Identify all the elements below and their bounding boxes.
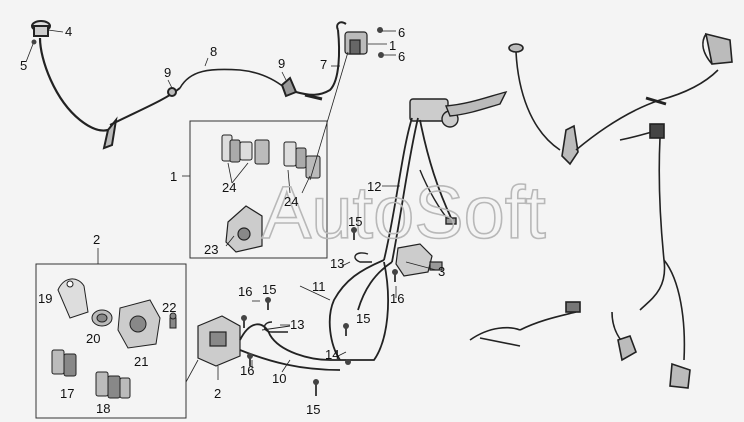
caliper-body-21	[117, 299, 161, 349]
callout-14: 14	[325, 347, 339, 362]
callout-leaders	[25, 29, 437, 373]
leader-lines-box2	[97, 248, 219, 383]
callout-16c: 16	[240, 363, 254, 378]
callout-9b: 9	[278, 56, 285, 71]
fitting-bolts	[241, 227, 398, 396]
callout-19: 19	[38, 291, 52, 306]
callout-11: 11	[312, 279, 326, 294]
hose-clips	[263, 252, 372, 333]
callout-24b: 24	[284, 194, 298, 209]
brake-pads-group-1	[221, 134, 270, 165]
bottom-caliper	[197, 315, 241, 367]
callout-4: 4	[65, 24, 72, 39]
front-brake-hoses	[328, 117, 453, 361]
caliper-23	[225, 205, 263, 253]
callout-18: 18	[96, 401, 110, 416]
callout-15c: 15	[356, 311, 370, 326]
brake-pads-group-2	[283, 141, 321, 179]
callout-15b: 15	[262, 282, 276, 297]
watermark: AutoSoft	[262, 171, 546, 254]
callout-15a: 15	[348, 214, 362, 229]
pads-18	[95, 371, 131, 399]
callout-2b: 2	[214, 386, 221, 401]
rear-brake-cable-assembly	[31, 20, 341, 150]
right-lower-assembly	[469, 123, 691, 389]
callout-8: 8	[210, 44, 217, 59]
callout-17: 17	[60, 386, 74, 401]
callout-9a: 9	[164, 65, 171, 80]
callout-16b: 16	[238, 284, 252, 299]
sensor-cable-12	[419, 169, 457, 225]
bleeder-22	[169, 312, 177, 329]
front-brake-lever	[409, 90, 508, 128]
callout-22: 22	[162, 300, 176, 315]
callout-7: 7	[320, 57, 327, 72]
leader-lines-box1	[182, 51, 349, 247]
callout-1a: 1	[389, 38, 396, 53]
callout-5: 5	[20, 58, 27, 73]
callout-24a: 24	[222, 180, 236, 195]
callout-2a: 2	[93, 232, 100, 247]
callout-3: 3	[438, 264, 445, 279]
callout-10: 10	[272, 371, 286, 386]
bolt-icons-top	[31, 27, 384, 58]
rear-brake-lever-bracket	[336, 21, 368, 55]
callout-1b: 1	[170, 169, 177, 184]
callout-6b: 6	[398, 49, 405, 64]
callout-23: 23	[204, 242, 218, 257]
callout-6a: 6	[398, 25, 405, 40]
caliper-parts-box	[35, 263, 187, 419]
pad-kit-box	[189, 120, 328, 259]
callout-16a: 16	[390, 291, 404, 306]
callout-12: 12	[367, 179, 381, 194]
front-caliper-3	[395, 243, 443, 277]
callout-13a: 13	[330, 256, 344, 271]
callout-20: 20	[86, 331, 100, 346]
callout-labels: 4 5 8 9 9 7 6 1 6 1 24 24 23 12 15 13 3 …	[20, 24, 445, 417]
pads-17	[51, 349, 77, 377]
callout-21: 21	[134, 354, 148, 369]
callout-15d: 15	[306, 402, 320, 417]
caliper-bracket-19	[57, 278, 89, 319]
callout-13b: 13	[290, 317, 304, 332]
right-top-assembly	[508, 32, 733, 166]
piston-seal-20	[91, 309, 113, 327]
